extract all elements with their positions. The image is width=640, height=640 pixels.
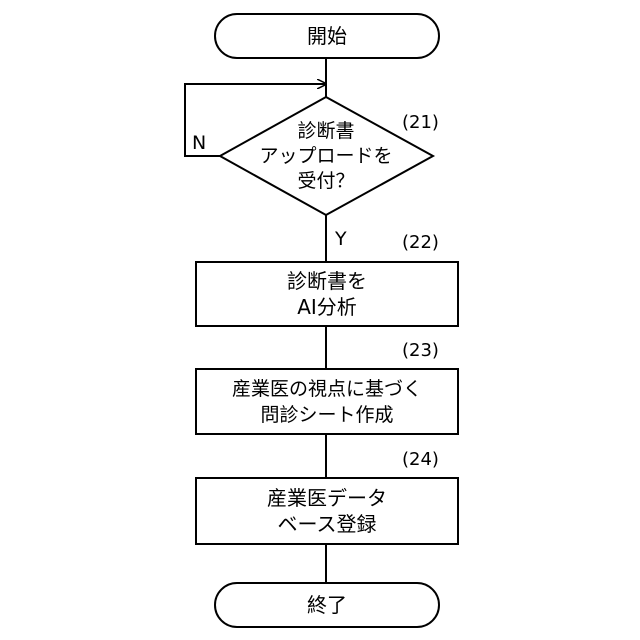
start-label: 開始 — [215, 14, 439, 58]
create-ref: (23) — [402, 341, 439, 361]
branch-yes-label: Y — [335, 229, 347, 249]
end-label: 終了 — [215, 583, 439, 627]
analyze-ref: (22) — [402, 233, 439, 253]
create-label: 産業医の視点に基づく 問診シート作成 — [196, 369, 458, 434]
decision-label: 診断書 アップロードを 受付？ — [236, 113, 416, 199]
branch-no-label: N — [192, 133, 206, 153]
decision-ref: (21) — [402, 113, 439, 133]
register-label: 産業医データ ベース登録 — [196, 478, 458, 544]
analyze-label: 診断書を AI分析 — [196, 262, 458, 326]
register-ref: (24) — [402, 450, 439, 470]
